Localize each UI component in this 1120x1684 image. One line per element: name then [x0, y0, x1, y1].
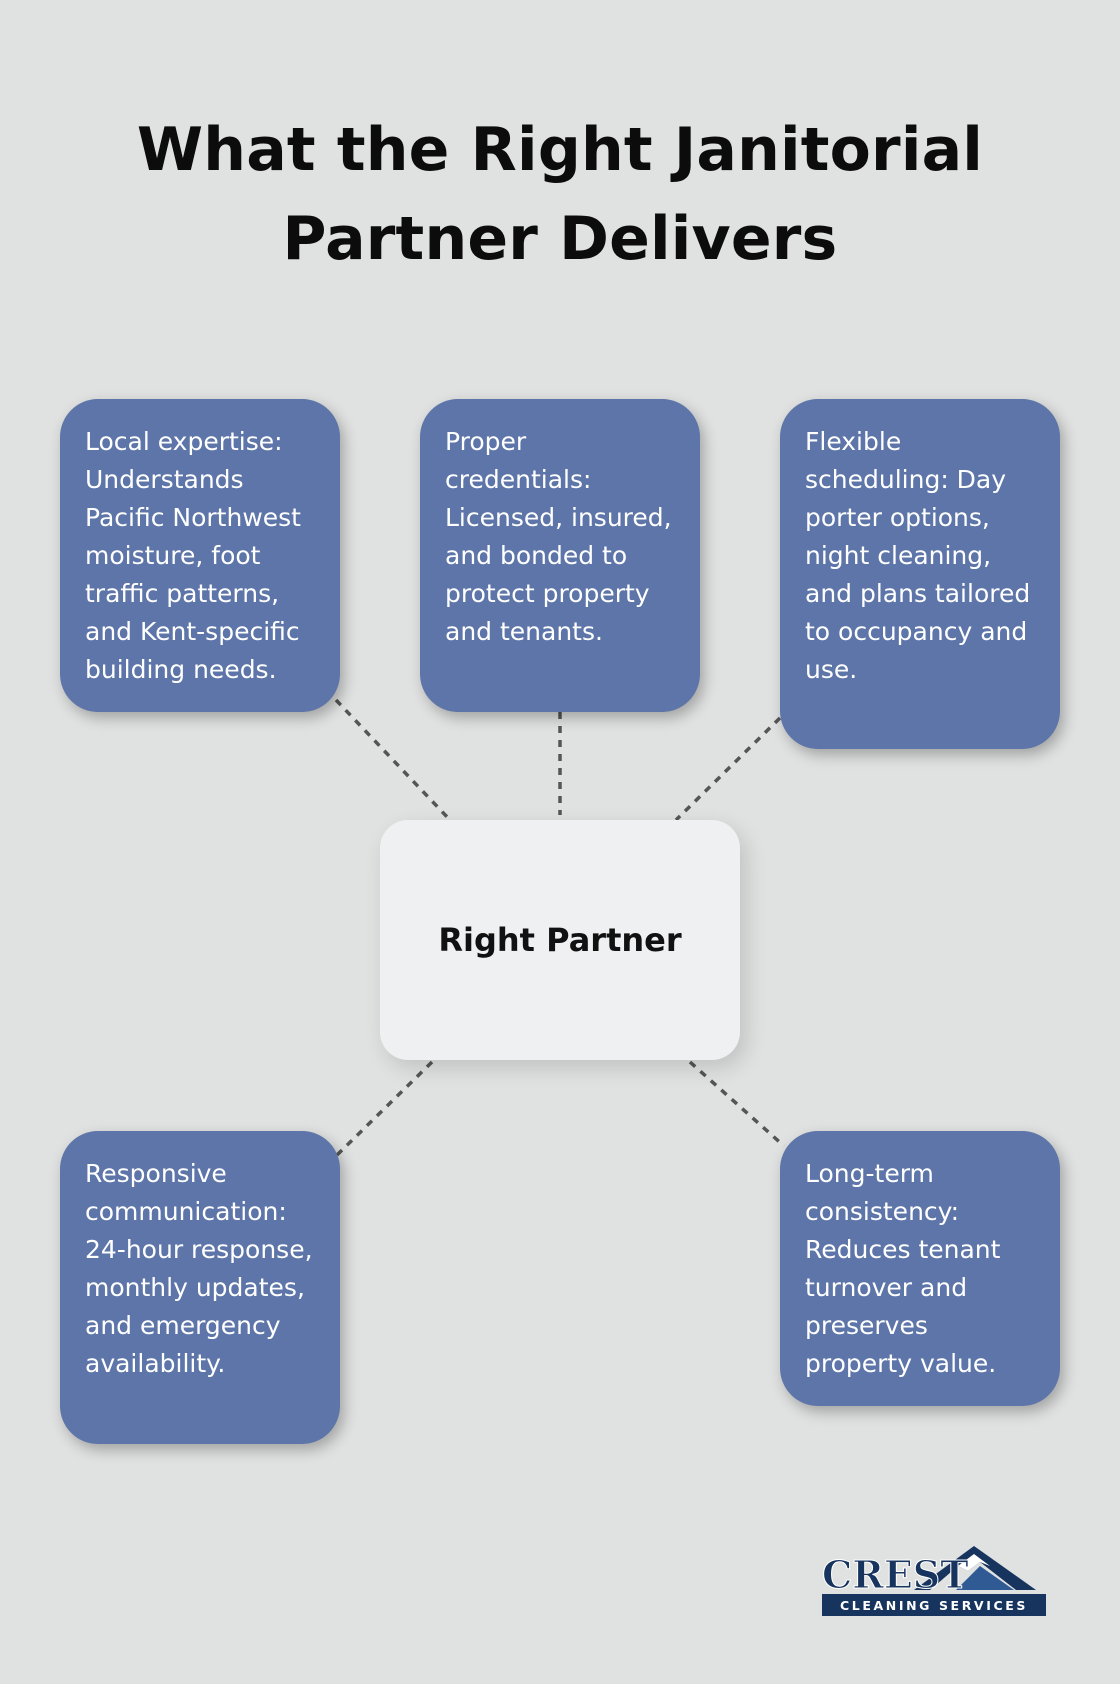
node-flexible-scheduling-text: Flexible scheduling: Day porter options,… [805, 427, 1031, 684]
title-line-2: Partner Delivers [282, 204, 838, 274]
diagram-title: What the Right Janitorial Partner Delive… [0, 106, 1120, 284]
connector-local-expertise [334, 698, 452, 822]
connector-long-term-consistency [688, 1060, 786, 1148]
connector-responsive-communication [334, 1060, 434, 1158]
node-long-term-consistency: Long-term consistency: Reduces tenant tu… [780, 1131, 1060, 1406]
node-local-expertise-text: Local expertise: Understands Pacific Nor… [85, 427, 301, 684]
connector-flexible-scheduling [674, 716, 782, 822]
node-flexible-scheduling: Flexible scheduling: Day porter options,… [780, 399, 1060, 749]
center-node: Right Partner [380, 820, 740, 1060]
logo-tagline: CLEANING SERVICES [840, 1598, 1028, 1613]
logo-tagline-bar [822, 1594, 1046, 1616]
node-responsive-communication-text: Responsive communication: 24-hour respon… [85, 1159, 313, 1378]
node-proper-credentials: Proper credentials: Licensed, insured, a… [420, 399, 700, 712]
mountain-icon [914, 1546, 1036, 1590]
node-local-expertise: Local expertise: Understands Pacific Nor… [60, 399, 340, 712]
node-responsive-communication: Responsive communication: 24-hour respon… [60, 1131, 340, 1444]
node-proper-credentials-text: Proper credentials: Licensed, insured, a… [445, 427, 672, 646]
title-line-1: What the Right Janitorial [136, 115, 984, 185]
center-node-label: Right Partner [438, 921, 682, 959]
node-long-term-consistency-text: Long-term consistency: Reduces tenant tu… [805, 1159, 1001, 1378]
crest-logo: CREST CLEANING SERVICES [822, 1546, 1046, 1616]
logo-wordmark: CREST [822, 1552, 969, 1597]
